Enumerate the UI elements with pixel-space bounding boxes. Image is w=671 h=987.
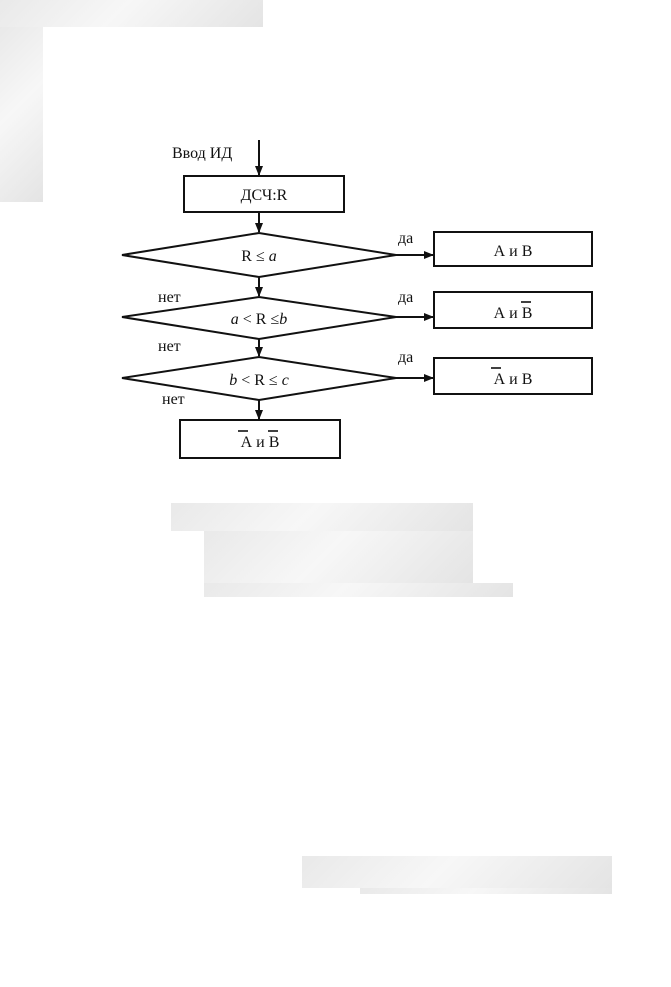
- scan-shade-top: [0, 0, 263, 27]
- input-label: Ввод ИД: [172, 145, 232, 162]
- scan-shade-middle-b: [204, 531, 473, 583]
- scan-shade-bottom-a: [302, 856, 612, 888]
- outcome-box-1: [433, 231, 593, 267]
- no-label-3: нет: [162, 391, 185, 408]
- scan-shade-middle-a: [171, 503, 473, 531]
- outcome-4-label: А и В: [241, 434, 280, 451]
- no-label-2: нет: [158, 338, 181, 355]
- outcome-box-3: [433, 357, 593, 395]
- condition-2-label: a < R ≤b: [231, 311, 287, 328]
- outcome-box-2: [433, 291, 593, 329]
- condition-1-label: R ≤ a: [241, 248, 276, 265]
- scan-shade-bottom-b: [360, 888, 612, 894]
- final-outcome-box: [179, 419, 341, 459]
- no-label-1: нет: [158, 289, 181, 306]
- yes-label-1: да: [398, 230, 413, 247]
- condition-3-label: b < R ≤ c: [229, 372, 289, 389]
- scan-shade-left: [0, 27, 43, 202]
- process-box-label: ДСЧ:R: [241, 187, 288, 204]
- outcome-1-label: А и В: [494, 243, 533, 260]
- outcome-2-label: А и В: [494, 305, 533, 322]
- outcome-3-label: А и В: [494, 371, 533, 388]
- yes-label-2: да: [398, 289, 413, 306]
- yes-label-3: да: [398, 349, 413, 366]
- scan-shade-middle-c: [204, 583, 513, 597]
- process-box: [183, 175, 345, 213]
